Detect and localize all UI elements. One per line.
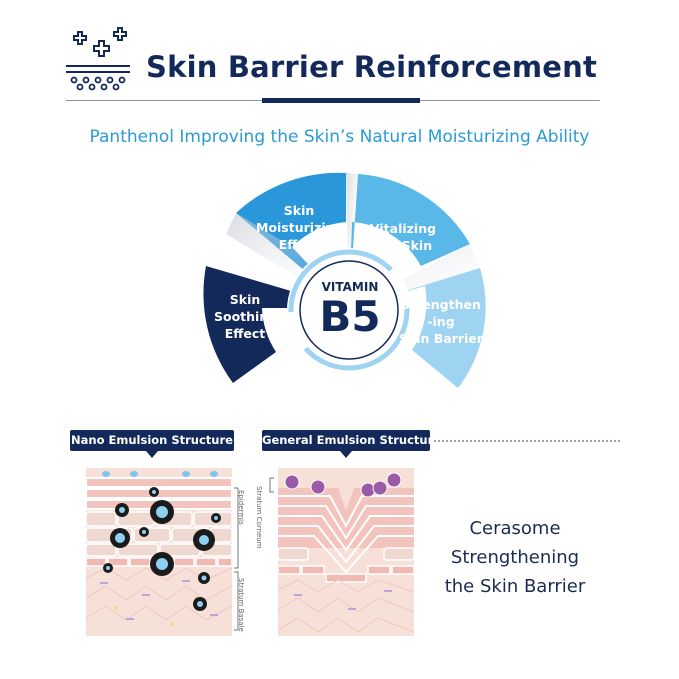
- general-emulsion-tag: General Emulsion Structure: [262, 430, 441, 451]
- segment-label-moisturizing: Skin Moisturizing Effect: [256, 203, 344, 252]
- layer-brackets: [234, 487, 239, 631]
- cerasome-line-3: the Skin Barrier: [444, 576, 586, 597]
- general-tag-pointer: [340, 451, 352, 458]
- skin-barrier-plus-icon: [66, 27, 130, 91]
- segment-label-strengthening: Strengthen -ing Skin Barrier: [398, 297, 484, 346]
- segment-skin-soothing: [203, 266, 349, 383]
- cerasome-line-1: Cerasome: [469, 518, 561, 539]
- cerasome-caption: Cerasome Strengthening the Skin Barrier: [440, 514, 590, 601]
- vitamin-label: VITAMIN: [321, 280, 379, 294]
- dotted-divider: [434, 440, 620, 442]
- general-emulsion-skin-illustration: [278, 468, 414, 636]
- title-underline-accent: [262, 98, 420, 103]
- nano-tag-pointer: [146, 451, 158, 458]
- nano-emulsion-tag: Nano Emulsion Structure: [70, 430, 234, 451]
- segment-skin-moisturizing: [236, 172, 349, 308]
- page-title: Skin Barrier Reinforcement: [146, 50, 598, 84]
- nano-emulsion-skin-illustration: [86, 468, 232, 636]
- epidermis-label: Epidermis: [237, 490, 245, 525]
- page-subtitle: Panthenol Improving the Skin’s Natural M…: [89, 127, 590, 147]
- stratum-basale-label: Stratum Basale: [237, 578, 245, 632]
- segment-label-soothing: Skin Soothing Effect: [214, 292, 278, 341]
- segment-vitalizing: [349, 174, 470, 308]
- corneum-bracket: [269, 477, 274, 493]
- segment-label-vitalizing: Vitalizing the Skin: [369, 221, 437, 253]
- vitamin-b5-label: B5: [319, 292, 381, 341]
- stratum-corneum-label: Stratum Corneum: [255, 486, 263, 549]
- cerasome-line-2: Strengthening: [450, 547, 580, 568]
